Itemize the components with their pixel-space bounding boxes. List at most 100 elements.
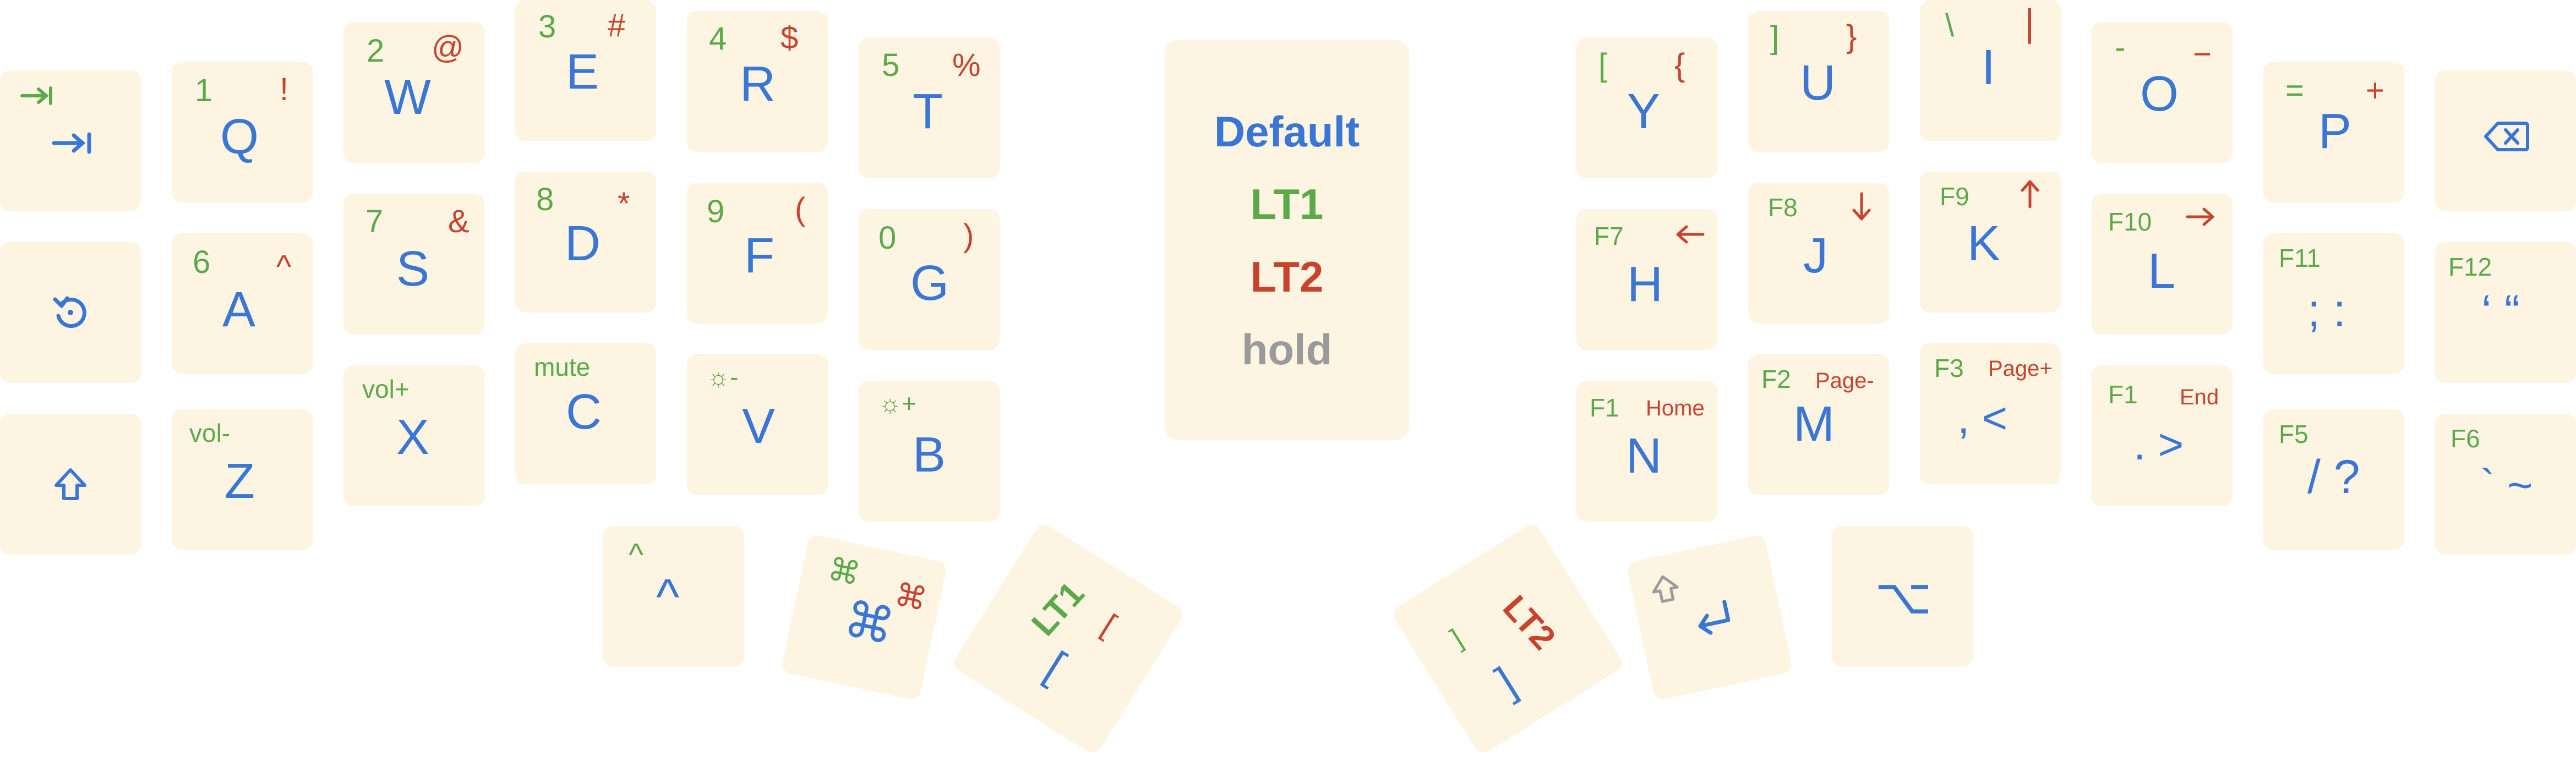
key-l-lt1: F10: [2108, 207, 2152, 236]
key-b[interactable]: ☼+ B: [859, 381, 1000, 522]
key-h-main: H: [1627, 257, 1663, 312]
key-f[interactable]: 9 ( F: [687, 183, 828, 324]
key-z[interactable]: vol- Z: [172, 409, 313, 550]
key-f-main: F: [744, 228, 774, 283]
arrow-left-icon: [1674, 223, 1705, 245]
key-x[interactable]: vol+ X: [343, 365, 484, 506]
key-o[interactable]: - − O: [2092, 22, 2233, 163]
key-u[interactable]: ] } U: [1748, 11, 1889, 152]
key-p-main: P: [2318, 104, 2352, 159]
key-backspace[interactable]: [2435, 70, 2576, 211]
tab-hold-icon: [20, 85, 55, 107]
key-undo[interactable]: [0, 242, 141, 383]
key-i-lt2: |: [2024, 1, 2035, 44]
key-quote-lt1: F12: [2448, 253, 2492, 281]
key-lt2-thumb-main: ]: [1487, 658, 1524, 706]
key-s[interactable]: 7 & S: [343, 194, 484, 335]
key-cmd-lt1: ⌘: [825, 551, 864, 593]
key-tab[interactable]: [0, 70, 141, 211]
key-q[interactable]: 1 ! Q: [172, 62, 313, 202]
key-enter[interactable]: [1626, 534, 1793, 701]
key-c[interactable]: mute C: [515, 343, 656, 484]
key-l[interactable]: F10 L: [2092, 194, 2233, 335]
key-lt2-thumb[interactable]: LT2 ] ]: [1390, 521, 1625, 757]
key-q-lt2: !: [280, 72, 289, 107]
key-t-lt2: %: [952, 47, 981, 83]
key-grave-lt1: F6: [2451, 424, 2480, 453]
key-period-lt2: End: [2180, 385, 2219, 409]
key-n[interactable]: F1 Home N: [1576, 381, 1717, 522]
key-period-main: . >: [2133, 420, 2184, 469]
key-m-main: M: [1793, 397, 1835, 452]
key-shift[interactable]: [0, 414, 141, 555]
key-g[interactable]: 0 ) G: [859, 209, 1000, 350]
key-alt[interactable]: ⌥: [1832, 526, 1973, 667]
key-t-main: T: [913, 84, 943, 139]
key-ctrl-main: ^: [656, 569, 680, 624]
key-g-lt1: 0: [878, 220, 897, 256]
key-d[interactable]: 8 * D: [515, 172, 656, 313]
key-l-main: L: [2148, 244, 2176, 299]
key-y[interactable]: [ { Y: [1576, 37, 1717, 178]
key-s-lt1: 7: [365, 204, 384, 239]
key-x-lt1: vol+: [362, 375, 410, 403]
key-semicolon[interactable]: F11 ; :: [2263, 233, 2404, 374]
key-u-main: U: [1800, 56, 1836, 111]
key-w[interactable]: 2 @ W: [343, 22, 484, 163]
key-n-lt1: F1: [1590, 393, 1619, 422]
key-s-lt2: &: [448, 204, 470, 239]
key-k[interactable]: F9 K: [1920, 172, 2061, 313]
key-p-lt2: +: [2366, 73, 2384, 108]
legend-hold: hold: [1241, 325, 1333, 374]
key-comma-lt2: Page+: [1988, 357, 2053, 381]
key-j[interactable]: F8 J: [1748, 183, 1889, 324]
key-r[interactable]: 4 $ R: [687, 11, 828, 152]
key-e-main: E: [566, 45, 599, 100]
key-e[interactable]: 3 # E: [515, 0, 656, 141]
key-o-main: O: [2140, 67, 2179, 122]
key-quote-main: ‘ “: [2481, 286, 2520, 337]
arrow-right-icon: [2185, 206, 2216, 228]
key-p[interactable]: = + P: [2263, 62, 2404, 202]
key-b-main: B: [913, 428, 946, 483]
key-e-lt1: 3: [538, 9, 556, 45]
key-c-lt1: mute: [534, 353, 591, 381]
shift-icon: [53, 467, 88, 502]
key-cmd[interactable]: ⌘ ⌘ ⌘: [781, 534, 948, 701]
key-w-main: W: [384, 70, 431, 125]
key-comma[interactable]: F3 Page+ , <: [1920, 343, 2061, 484]
key-lt1-thumb-lt2: [: [1095, 607, 1122, 643]
key-s-main: S: [396, 242, 430, 297]
layer-legend: Default LT1 LT2 hold: [1165, 40, 1409, 440]
key-r-lt1: 4: [709, 21, 727, 57]
key-o-lt2: −: [2193, 36, 2212, 72]
arrow-down-icon: [1851, 191, 1873, 222]
key-y-main: Y: [1627, 84, 1661, 139]
key-i[interactable]: \ | I: [1920, 0, 2061, 141]
key-lt2-thumb-label: LT2: [1495, 588, 1563, 658]
key-ctrl[interactable]: ^ ^: [603, 526, 744, 667]
key-quote[interactable]: F12 ‘ “: [2435, 242, 2576, 383]
key-period[interactable]: F1 End . >: [2092, 365, 2233, 506]
key-grave[interactable]: F6 ` ~: [2435, 414, 2576, 555]
key-lt1-thumb-main: [: [1037, 642, 1074, 691]
key-d-lt1: 8: [536, 182, 554, 217]
key-lt1-thumb[interactable]: LT1 [ [: [951, 521, 1186, 757]
key-t-lt1: 5: [882, 47, 900, 83]
key-o-lt1: -: [2115, 30, 2126, 65]
key-h-lt1: F7: [1594, 222, 1624, 250]
return-icon: [1689, 597, 1738, 640]
key-b-lt1: ☼+: [878, 389, 917, 418]
key-n-main: N: [1626, 429, 1662, 484]
key-v[interactable]: ☼- V: [687, 354, 828, 495]
key-alt-main: ⌥: [1875, 569, 1932, 624]
key-p-lt1: =: [2285, 73, 2304, 108]
key-t[interactable]: 5 % T: [859, 37, 1000, 178]
key-slash[interactable]: F5 / ?: [2263, 409, 2404, 550]
key-j-main: J: [1803, 228, 1828, 283]
key-m[interactable]: F2 Page- M: [1748, 354, 1889, 495]
key-h[interactable]: F7 H: [1576, 209, 1717, 350]
key-a[interactable]: 6 ^ A: [172, 233, 313, 374]
legend-lt2: LT2: [1250, 253, 1324, 301]
key-cmd-main: ⌘: [839, 591, 899, 656]
